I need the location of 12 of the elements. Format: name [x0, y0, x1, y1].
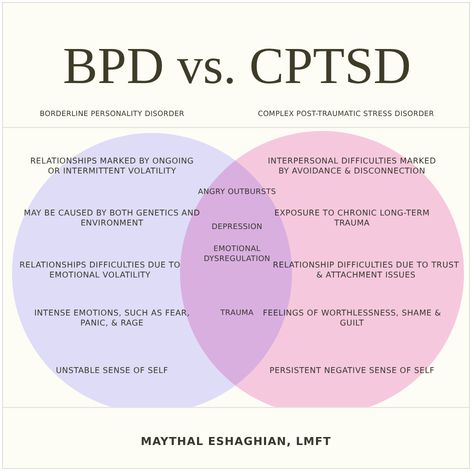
list-item: EXPOSURE TO CHRONIC LONG-TERM TRAUMA — [273, 208, 431, 230]
list-item: MAY BE CAUSED BY BOTH GENETICS AND ENVIRONMENT — [22, 208, 202, 230]
list-item: FEELINGS OF WORTHLESSNESS, SHAME & GUILT — [262, 308, 442, 330]
list-item: RELATIONSHIP DIFFICULTIES DUE TO TRUST & ATTACHMENT ISSUES — [272, 260, 460, 282]
title: BPD vs. CPTSD — [62, 41, 412, 93]
list-item: RELATIONSHIPS DIFFICULTIES DUE TO EMOTIONAL VOLATILITY — [18, 260, 182, 282]
list-item: RELATIONSHIPS MARKED BY ONGOING OR INTERMITTENT VOLATILITY — [29, 156, 195, 178]
list-item: INTERPERSONAL DIFFICULTIES MARKED BY AVOIDANCE & DISCONNECTION — [267, 156, 437, 178]
list-item: PERSISTENT NEGATIVE SENSE OF SELF — [268, 366, 436, 376]
footer-credit: MAYTHAL ESHAGHIAN, LMFT — [140, 435, 332, 450]
list-item: UNSTABLE SENSE OF SELF — [54, 366, 170, 376]
list-item: INTENSE EMOTIONS, SUCH AS FEAR, PANIC, & RAGE — [33, 308, 191, 330]
